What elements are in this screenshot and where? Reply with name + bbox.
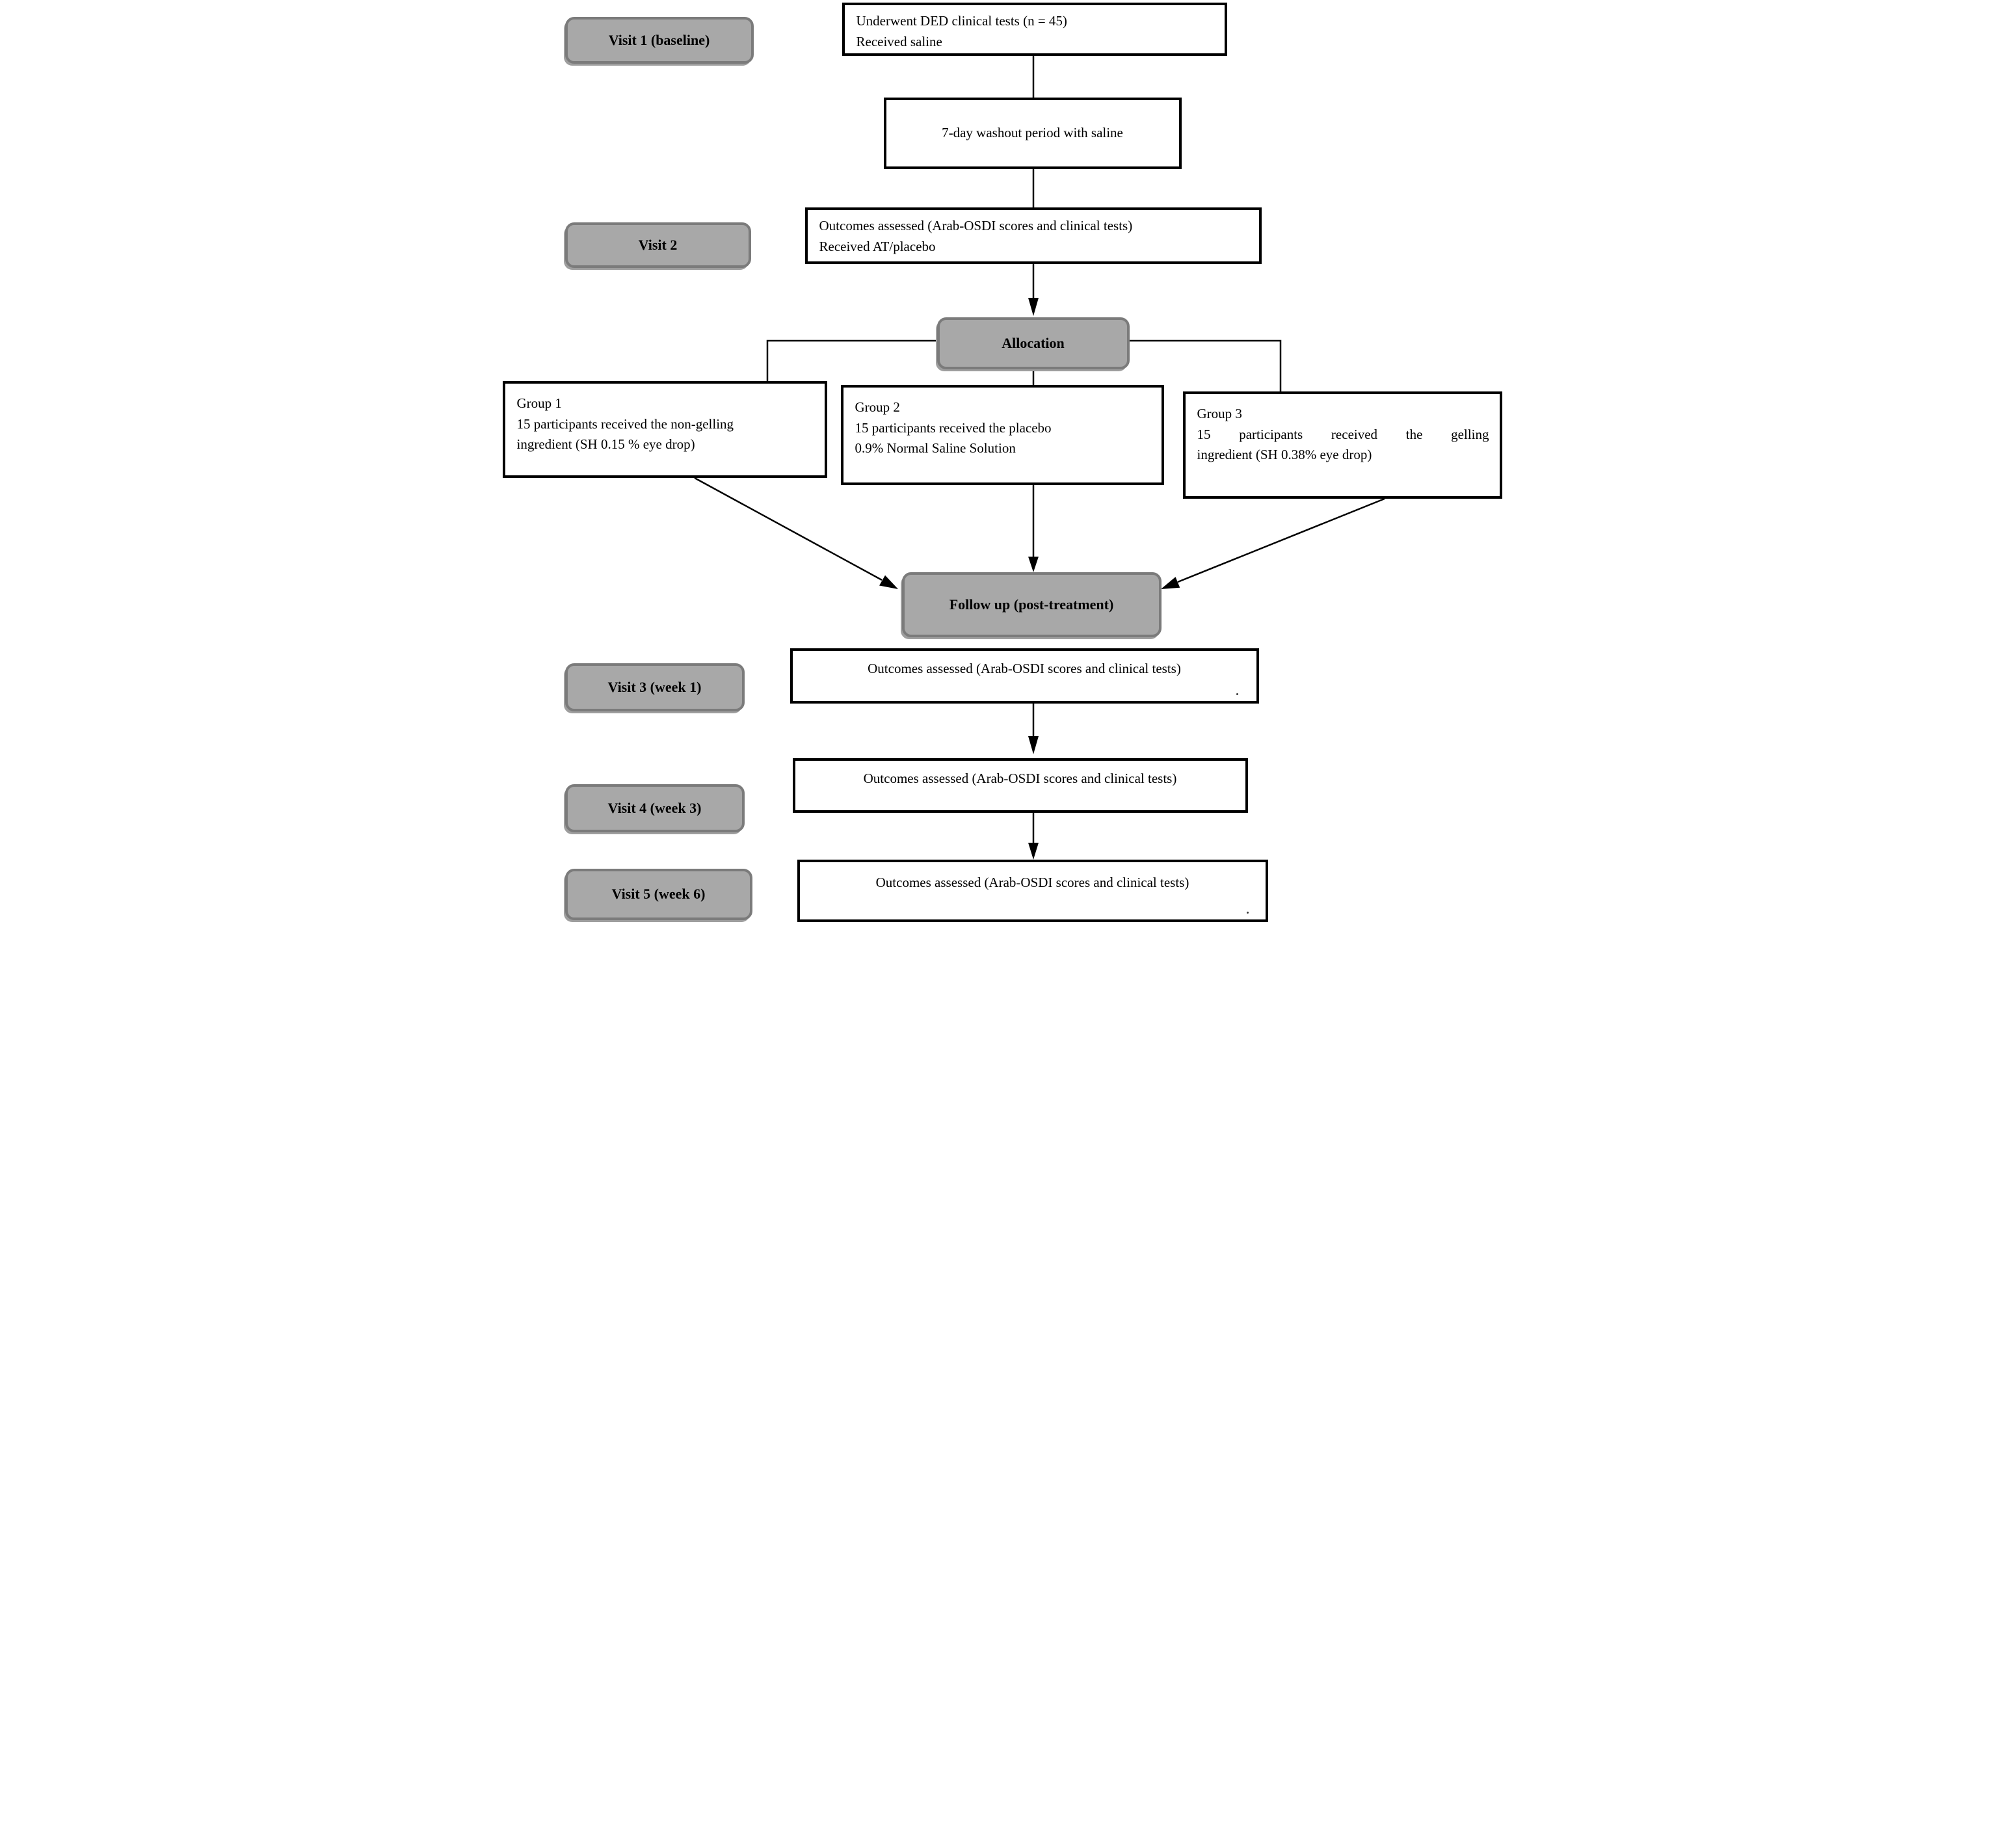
stage-visit1-label: Visit 1 (baseline) bbox=[608, 31, 710, 48]
box-baseline-line2: Received saline bbox=[856, 33, 942, 49]
stage-visit4: Visit 4 (week 3) bbox=[564, 784, 745, 832]
box-visit5-outcomes-text: Outcomes assessed (Arab-OSDI scores and … bbox=[875, 875, 1189, 890]
box-group2-title: Group 2 bbox=[855, 399, 900, 415]
stage-visit2-label: Visit 2 bbox=[638, 236, 678, 253]
arrowhead-visit3-to-visit4 bbox=[1028, 736, 1039, 754]
stage-allocation-label: Allocation bbox=[1002, 334, 1065, 351]
box-visit4-outcomes-text: Outcomes assessed (Arab-OSDI scores and … bbox=[863, 771, 1177, 786]
stage-visit5: Visit 5 (week 6) bbox=[564, 869, 752, 920]
connector-group3-to-followup bbox=[1177, 497, 1385, 583]
box-visit2-outcomes-line1: Outcomes assessed (Arab-OSDI scores and … bbox=[819, 218, 1133, 233]
stage-visit4-label: Visit 4 (week 3) bbox=[607, 799, 702, 816]
box-group3-line1: 15 participants received the gelling bbox=[1197, 426, 1489, 442]
stage-visit3-label: Visit 3 (week 1) bbox=[607, 678, 702, 695]
box-visit2-outcomes-line2: Received AT/placebo bbox=[819, 238, 936, 254]
stage-visit1: Visit 1 (baseline) bbox=[564, 17, 754, 64]
box-visit3-outcomes-text: Outcomes assessed (Arab-OSDI scores and … bbox=[868, 661, 1181, 676]
box-group1-title: Group 1 bbox=[516, 395, 562, 411]
arrowhead-group2-to-followup bbox=[1028, 557, 1039, 572]
stray-dot-visit5 bbox=[1246, 912, 1249, 914]
stage-followup: Follow up (post-treatment) bbox=[901, 572, 1162, 637]
stage-visit5-label: Visit 5 (week 6) bbox=[611, 886, 706, 903]
box-baseline: Underwent DED clinical tests (n = 45) Re… bbox=[842, 3, 1227, 56]
box-group1: Group 1 15 participants received the non… bbox=[502, 381, 827, 478]
box-group1-line2: ingredient (SH 0.15 % eye drop) bbox=[516, 436, 695, 452]
box-visit2-outcomes: Outcomes assessed (Arab-OSDI scores and … bbox=[804, 207, 1262, 264]
box-visit4-outcomes: Outcomes assessed (Arab-OSDI scores and … bbox=[792, 758, 1248, 813]
arrowhead-to-allocation bbox=[1028, 298, 1039, 316]
stage-visit3: Visit 3 (week 1) bbox=[564, 663, 745, 711]
box-baseline-line1: Underwent DED clinical tests (n = 45) bbox=[856, 13, 1067, 29]
box-group3-title: Group 3 bbox=[1197, 406, 1242, 421]
connector-allocation-to-group1 bbox=[766, 339, 937, 382]
box-group3-line2: ingredient (SH 0.38% eye drop) bbox=[1197, 447, 1372, 462]
stage-allocation: Allocation bbox=[936, 317, 1130, 369]
box-visit3-outcomes: Outcomes assessed (Arab-OSDI scores and … bbox=[790, 648, 1259, 704]
box-group1-line1: 15 participants received the non-gelling bbox=[516, 416, 734, 432]
stage-visit2: Visit 2 bbox=[564, 222, 751, 268]
arrowhead-group3-to-followup bbox=[1160, 577, 1180, 589]
arrowhead-visit4-to-visit5 bbox=[1028, 843, 1039, 860]
box-washout: 7-day washout period with saline bbox=[883, 98, 1182, 169]
box-group2: Group 2 15 participants received the pla… bbox=[840, 385, 1164, 485]
trial-flow-diagram: Visit 1 (baseline) Underwent DED clinica… bbox=[501, 0, 1504, 924]
box-visit5-outcomes: Outcomes assessed (Arab-OSDI scores and … bbox=[797, 860, 1268, 922]
box-group3: Group 3 15 participants received the gel… bbox=[1182, 391, 1502, 499]
box-group2-line1: 15 participants received the placebo bbox=[855, 419, 1052, 436]
stray-dot-visit3 bbox=[1236, 693, 1238, 695]
arrowhead-group1-to-followup bbox=[879, 575, 898, 589]
box-group2-line2: 0.9% Normal Saline Solution bbox=[855, 440, 1016, 456]
stage-followup-label: Follow up (post-treatment) bbox=[949, 596, 1114, 613]
connector-group1-to-followup bbox=[693, 477, 883, 581]
box-washout-text: 7-day washout period with saline bbox=[942, 125, 1123, 141]
